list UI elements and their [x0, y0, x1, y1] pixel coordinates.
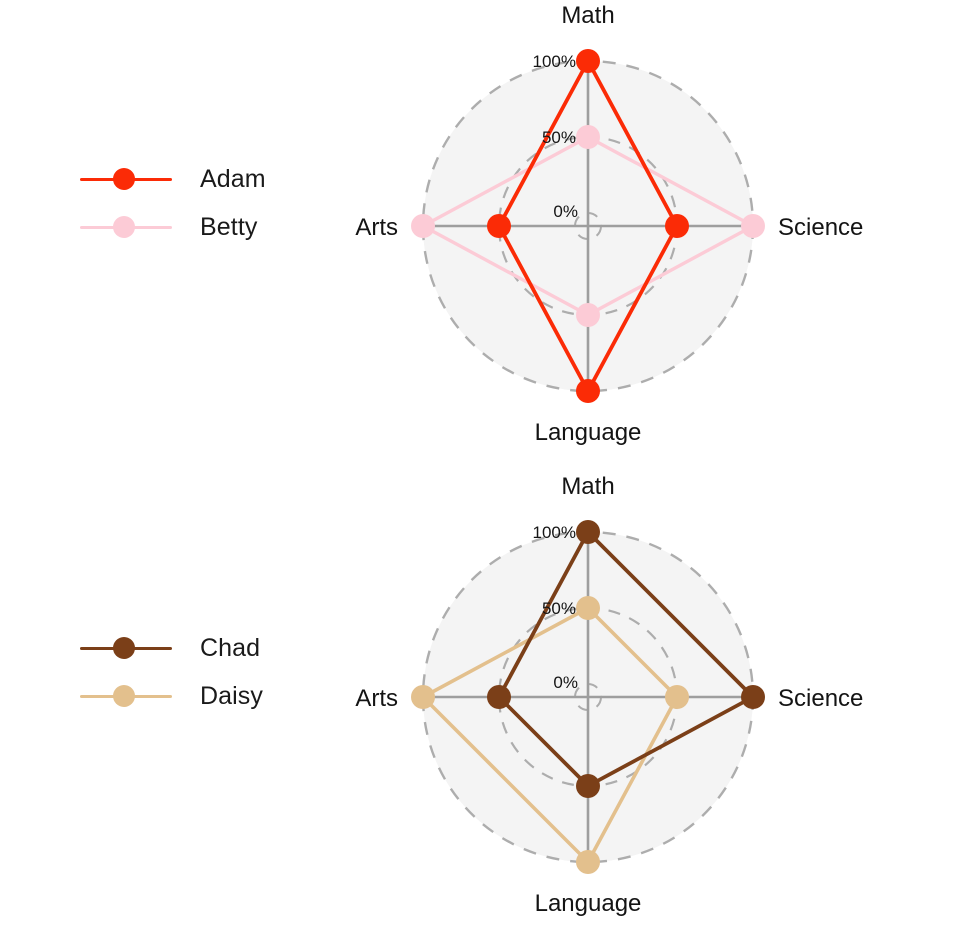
data-point-betty-science[interactable]: [741, 214, 765, 238]
radar-svg-bottom: 0% 50% 100% Math Science Language Arts: [355, 473, 863, 917]
legend-bottom: Chad Daisy: [80, 624, 310, 720]
axis-label-language: Language: [535, 890, 642, 917]
data-point-adam-arts[interactable]: [487, 214, 511, 238]
legend-item-daisy[interactable]: Daisy: [80, 672, 310, 720]
circle-marker-icon: [113, 216, 135, 238]
legend-label-chad: Chad: [200, 633, 261, 662]
radar-svg-top: 0% 50% 100% Math Science Language Arts: [355, 2, 863, 446]
tick-label-100: 100%: [533, 523, 576, 542]
data-point-chad-arts[interactable]: [487, 685, 511, 709]
data-point-daisy-science[interactable]: [665, 685, 689, 709]
data-point-daisy-arts[interactable]: [411, 685, 435, 709]
data-point-adam-math[interactable]: [576, 49, 600, 73]
data-point-daisy-language[interactable]: [576, 850, 600, 874]
tick-label-50: 50%: [542, 128, 576, 147]
legend-item-chad[interactable]: Chad: [80, 624, 310, 672]
axis-label-science: Science: [778, 685, 863, 712]
legend-top: Adam Betty: [80, 155, 310, 251]
circle-marker-icon: [113, 637, 135, 659]
circle-marker-icon: [113, 685, 135, 707]
legend-label-betty: Betty: [200, 212, 258, 241]
legend-key-chad: [80, 636, 172, 660]
radar-panel-top: Adam Betty: [80, 0, 890, 469]
axis-label-language: Language: [535, 419, 642, 446]
axis-label-math: Math: [561, 2, 614, 29]
axis-label-math: Math: [561, 473, 614, 500]
radar-panel-bottom: Chad Daisy: [0, 469, 960, 938]
data-point-betty-language[interactable]: [576, 303, 600, 327]
data-point-betty-math[interactable]: [576, 125, 600, 149]
circle-marker-icon: [113, 168, 135, 190]
tick-label-0: 0%: [553, 202, 578, 221]
axis-label-arts: Arts: [355, 214, 398, 241]
data-point-chad-math[interactable]: [576, 520, 600, 544]
axis-label-science: Science: [778, 214, 863, 241]
legend-label-daisy: Daisy: [200, 681, 264, 710]
legend-item-betty[interactable]: Betty: [80, 203, 310, 251]
radar-chart-top: 0% 50% 100% Math Science Language Arts: [330, 0, 890, 469]
data-point-daisy-math[interactable]: [576, 596, 600, 620]
data-point-adam-science[interactable]: [665, 214, 689, 238]
data-point-chad-science[interactable]: [741, 685, 765, 709]
legend-key-betty: [80, 215, 172, 239]
data-point-adam-language[interactable]: [576, 379, 600, 403]
data-point-betty-arts[interactable]: [411, 214, 435, 238]
legend-key-adam: [80, 167, 172, 191]
tick-label-100: 100%: [533, 52, 576, 71]
legend-label-adam: Adam: [200, 164, 266, 193]
legend-item-adam[interactable]: Adam: [80, 155, 310, 203]
tick-label-50: 50%: [542, 599, 576, 618]
tick-label-0: 0%: [553, 673, 578, 692]
radar-chart-bottom: 0% 50% 100% Math Science Language Arts: [330, 469, 890, 938]
legend-key-daisy: [80, 684, 172, 708]
axis-label-arts: Arts: [355, 685, 398, 712]
data-point-chad-language[interactable]: [576, 774, 600, 798]
